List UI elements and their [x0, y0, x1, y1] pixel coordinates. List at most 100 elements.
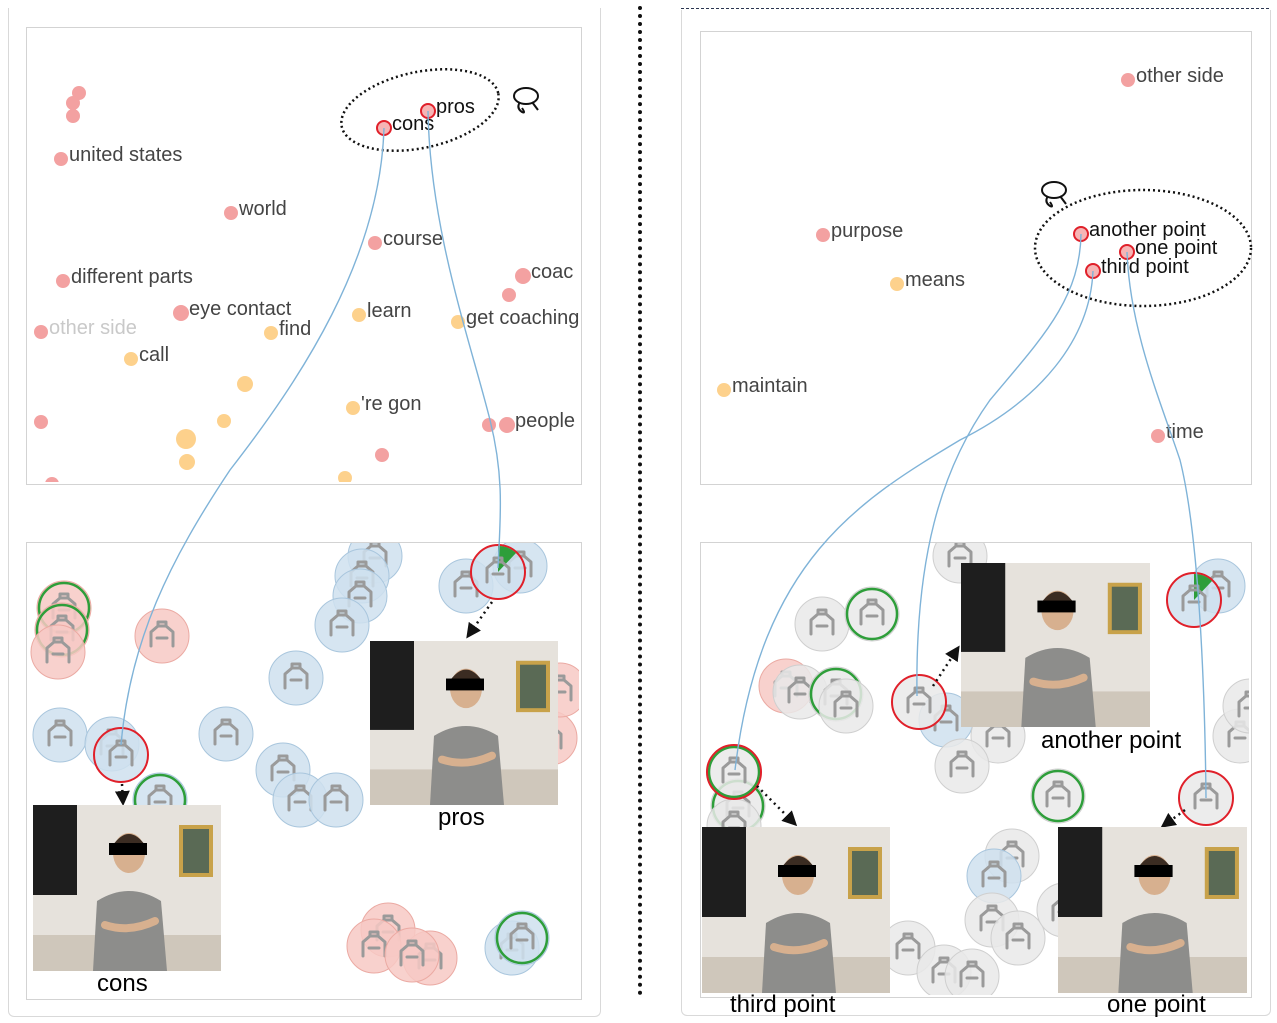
right-word-dot[interactable]: [890, 277, 904, 291]
link-one-point: [1126, 251, 1207, 799]
arrow-another-point: [931, 645, 960, 687]
left-word-dot[interactable]: [352, 308, 366, 322]
left-word-label: coac: [531, 261, 573, 283]
left-word-label: world: [238, 198, 287, 220]
gesture-glyph[interactable]: [93, 727, 149, 783]
link-cons: [120, 127, 385, 746]
left-word-dot[interactable]: [368, 236, 382, 250]
gesture-glyph[interactable]: [1166, 572, 1222, 628]
left-word-map[interactable]: [26, 27, 582, 485]
left-word-label: other side: [49, 317, 137, 339]
right-word-dot[interactable]: [816, 228, 830, 242]
photo-illustration: [33, 805, 221, 971]
gesture-glyph[interactable]: [706, 744, 762, 800]
panel-divider: [638, 6, 642, 996]
link-pros: [427, 110, 502, 569]
photo-arrows: [114, 601, 1186, 828]
gesture-glyph[interactable]: [844, 586, 900, 642]
gesture-glyph[interactable]: [934, 738, 990, 794]
photo-another-point[interactable]: [961, 563, 1150, 727]
left-word-dot[interactable]: [217, 414, 231, 428]
lasso-icon[interactable]: [513, 87, 539, 114]
right-word-label: other side: [1136, 65, 1224, 87]
photo-illustration: [961, 563, 1150, 727]
gesture-glyph[interactable]: [1222, 678, 1277, 734]
left-word-dot[interactable]: [499, 417, 515, 433]
gesture-glyph[interactable]: [891, 674, 947, 730]
gesture-glyph[interactable]: [1030, 768, 1086, 824]
photo-illustration: [370, 641, 558, 805]
left-word-label: call: [139, 344, 169, 366]
caption-pros: pros: [438, 804, 485, 831]
left-word-dot[interactable]: [224, 206, 238, 220]
right-word-map[interactable]: [700, 31, 1252, 485]
left-word-dot[interactable]: [338, 471, 352, 485]
left-word-dot[interactable]: [56, 274, 70, 288]
right-word-cloud: other sidepurposemeansmaintaintimeanothe…: [717, 65, 1224, 443]
lasso-icon[interactable]: [1041, 181, 1067, 208]
gesture-glyph[interactable]: [384, 927, 440, 983]
left-word-label: pros: [436, 96, 475, 118]
gesture-glyph[interactable]: [470, 544, 526, 600]
gesture-glyph[interactable]: [990, 910, 1046, 966]
caption-one-point: one point: [1107, 991, 1206, 1018]
gesture-glyph[interactable]: [308, 772, 364, 828]
right-word-dot[interactable]: [1121, 73, 1135, 87]
left-word-dot[interactable]: [346, 401, 360, 415]
gesture-glyph[interactable]: [198, 706, 254, 762]
arrow-cons: [114, 783, 130, 806]
left-word-dot[interactable]: [34, 325, 48, 339]
photo-third-point[interactable]: [702, 827, 890, 993]
link-another-point: [916, 233, 1082, 697]
arrow-pros: [466, 601, 494, 639]
left-word-dot[interactable]: [451, 315, 465, 329]
right-word-dot[interactable]: [717, 383, 731, 397]
left-word-dot[interactable]: [515, 268, 531, 284]
left-word-label: people: [515, 410, 575, 432]
left-word-label: get coaching: [466, 307, 579, 329]
left-word-dot[interactable]: [375, 448, 389, 462]
gesture-glyph[interactable]: [30, 624, 86, 680]
photo-pros[interactable]: [370, 641, 558, 805]
left-word-dot[interactable]: [66, 109, 80, 123]
left-word-dot[interactable]: [176, 429, 196, 449]
right-word-label: means: [905, 269, 965, 291]
left-word-dot[interactable]: [45, 477, 59, 491]
gesture-glyph[interactable]: [818, 678, 874, 734]
gesture-glyph[interactable]: [314, 597, 370, 653]
left-word-dot[interactable]: [237, 376, 253, 392]
left-word-dot[interactable]: [34, 415, 48, 429]
left-word-dot[interactable]: [179, 454, 195, 470]
left-word-label: different parts: [71, 266, 193, 288]
caption-third-point: third point: [730, 991, 836, 1018]
right-word-label: one point: [1135, 237, 1218, 259]
gesture-glyph[interactable]: [32, 707, 88, 763]
left-word-dot[interactable]: [482, 418, 496, 432]
right-word-label: maintain: [732, 375, 808, 397]
left-word-label: united states: [69, 144, 182, 166]
gesture-glyph[interactable]: [494, 910, 550, 966]
left-word-dot[interactable]: [173, 305, 189, 321]
left-word-dot[interactable]: [124, 352, 138, 366]
left-word-label: find: [279, 318, 311, 340]
gesture-glyph[interactable]: [794, 596, 850, 652]
right-lasso-selection[interactable]: [1033, 188, 1253, 308]
right-word-label: another point: [1089, 219, 1206, 241]
caption-cons: cons: [97, 970, 148, 997]
photo-one-point[interactable]: [1058, 827, 1247, 993]
left-word-dot[interactable]: [264, 326, 278, 340]
left-lasso-selection[interactable]: [334, 56, 506, 164]
left-word-dot[interactable]: [54, 152, 68, 166]
left-word-dot[interactable]: [502, 288, 516, 302]
right-gesture-glyphs: [706, 543, 1277, 1003]
photo-cons[interactable]: [33, 805, 221, 971]
right-top-dashed-line: [681, 8, 1269, 9]
gesture-glyph[interactable]: [944, 948, 1000, 1003]
link-third-point: [734, 270, 1094, 771]
left-word-dot[interactable]: [66, 96, 80, 110]
right-word-dot[interactable]: [1151, 429, 1165, 443]
left-word-label: cons: [392, 113, 434, 135]
gesture-glyph[interactable]: [268, 650, 324, 706]
